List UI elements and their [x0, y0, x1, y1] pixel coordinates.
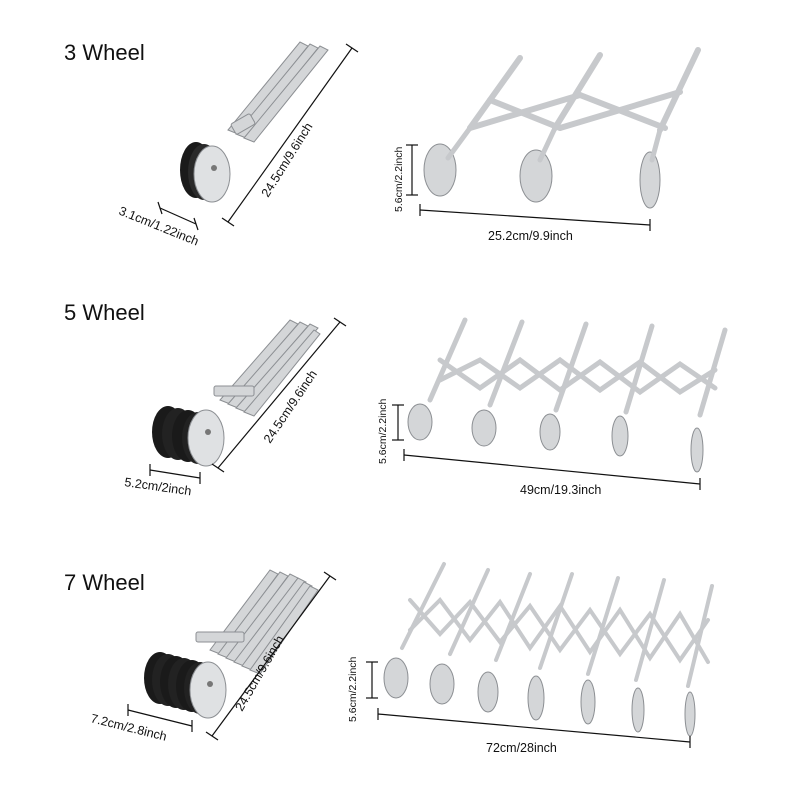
- wheel-height-label: 5.6cm/2.2inch: [377, 398, 389, 464]
- section-5-wheel: 5 Wheel 24.5cm/9.6inch: [0, 260, 800, 525]
- section-7-wheel: 7 Wheel: [0, 530, 800, 795]
- section-title: 3 Wheel: [64, 40, 145, 65]
- length-dimension: [205, 571, 337, 741]
- cutter-7-wheel-illustration: 24.5cm/9.6inch 7.2cm/2.8inch: [89, 562, 714, 755]
- folded-wheels: [180, 142, 231, 203]
- folded-width-dimension: [157, 201, 199, 231]
- section-title: 7 Wheel: [64, 570, 145, 595]
- expanded-width-label: 49cm/19.3inch: [520, 483, 601, 497]
- wheel-height-label: 5.6cm/2.2inch: [347, 656, 359, 722]
- expanded-width-dimension: [403, 449, 701, 490]
- length-dimension: [221, 43, 359, 227]
- folded-width-label: 5.2cm/2inch: [124, 475, 193, 498]
- expanded-cutter: [423, 47, 701, 209]
- section-3-wheel: 3 Wheel 24.5cm/9.6inch: [0, 0, 800, 265]
- folded-width-dimension: [127, 704, 193, 732]
- folded-wheels: [144, 652, 227, 719]
- folded-cutter: [144, 569, 319, 719]
- folded-width-label: 7.2cm/2.8inch: [89, 711, 168, 743]
- expanded-width-label: 72cm/28inch: [486, 741, 557, 755]
- expanded-width-dimension: [419, 204, 651, 231]
- expanded-cutter: [383, 562, 714, 737]
- folded-width-label: 3.1cm/1.22inch: [117, 204, 201, 249]
- wheel-height-label: 5.6cm/2.2inch: [393, 146, 405, 212]
- folded-width-dimension: [149, 464, 201, 484]
- expanded-width-label: 25.2cm/9.9inch: [488, 229, 573, 243]
- cutter-3-wheel-illustration: 24.5cm/9.6inch 3.1cm/1.22inch: [117, 41, 701, 249]
- wheel-height-dimension: [366, 661, 378, 699]
- folded-cutter: [180, 41, 329, 203]
- length-dimension: [211, 317, 347, 473]
- cutter-5-wheel-illustration: 24.5cm/9.6inch 5.2cm/2inch: [124, 317, 728, 498]
- folded-cutter: [152, 319, 321, 467]
- wheel-height-dimension: [392, 404, 404, 441]
- folded-wheels: [152, 406, 225, 467]
- expanded-width-dimension: [377, 708, 691, 748]
- length-label: 24.5cm/9.6inch: [259, 120, 316, 199]
- expanded-cutter: [407, 317, 728, 473]
- wheel-height-dimension: [406, 144, 418, 196]
- section-title: 5 Wheel: [64, 300, 145, 325]
